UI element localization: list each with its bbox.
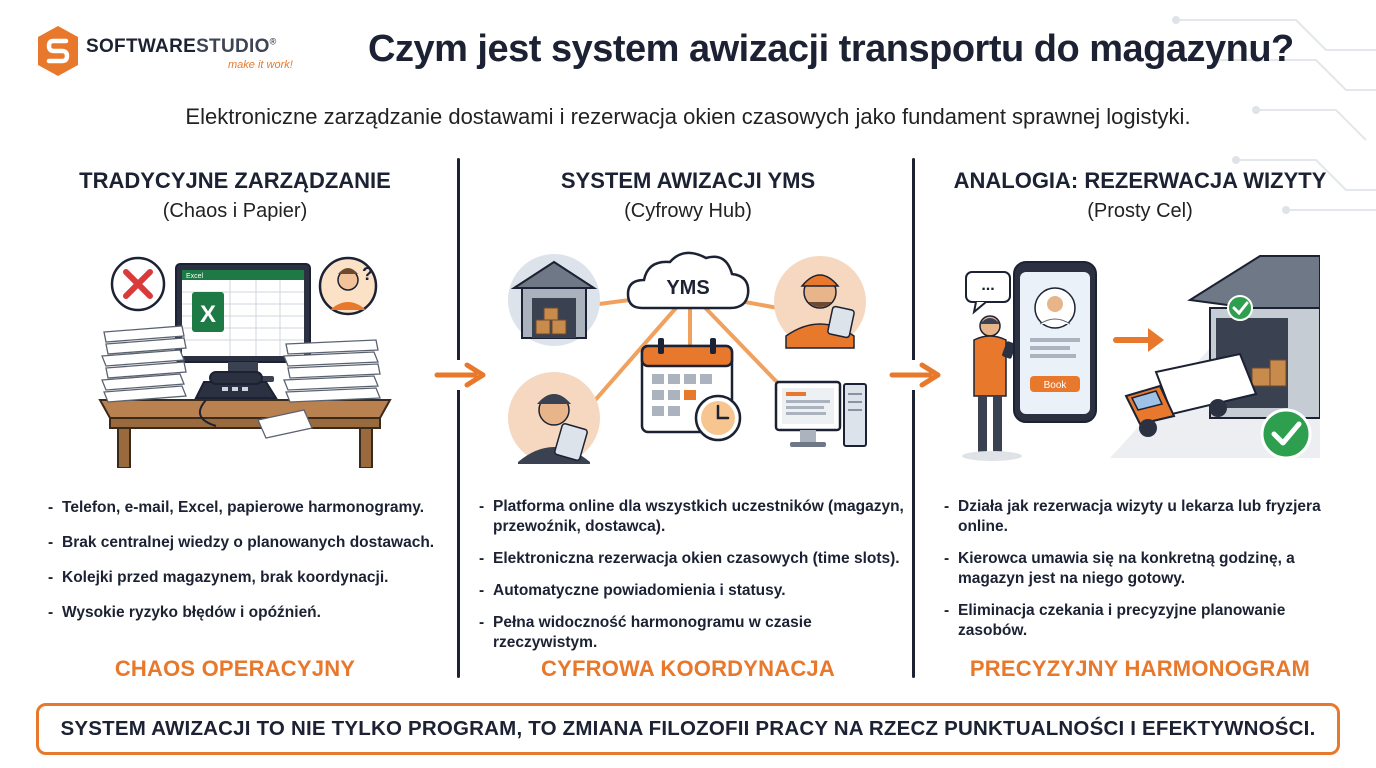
paper-stack-left (101, 325, 187, 403)
chat-bubble-icon: ... (965, 271, 1011, 315)
column-title: SYSTEM AWIZACJI YMS (560, 168, 816, 193)
brand-name: SOFTWARESTUDIO® (86, 36, 277, 58)
circuit-decoration (1172, 16, 1376, 214)
driver-tablet-avatar (508, 372, 600, 464)
column-title: TRADYCYJNE ZARZĄDZANIE (79, 168, 391, 193)
book-button[interactable] (1030, 376, 1080, 392)
yms-hub-illustration: YMS (508, 251, 867, 464)
desktop-computer-icon (774, 380, 867, 447)
brand-name-part1: SOFTWARE (86, 36, 197, 57)
question-mark: ? (362, 264, 373, 284)
check-small-icon (1227, 295, 1253, 321)
excel-icon-letter: X (200, 301, 216, 328)
list-item: Platforma online dla wszystkich uczestni… (479, 497, 904, 537)
column-subtitle: (Prosty Cel) (1087, 200, 1193, 222)
column-subtitle: (Cyfrowy Hub) (624, 200, 752, 222)
list-item: Działa jak rezerwacja wizyty u lekarza l… (944, 497, 1324, 537)
error-cross-icon (110, 256, 166, 312)
list-item: Elektroniczna rezerwacja okien czasowych… (479, 549, 904, 569)
registered-mark: ® (269, 36, 277, 47)
calendar-clock-icon (640, 338, 742, 442)
excel-window-title: Excel (186, 273, 204, 280)
traditional-bullet-list: Telefon, e-mail, Excel, papierowe harmon… (48, 498, 443, 638)
cloud-icon: YMS (626, 251, 750, 310)
summary-banner-text: SYSTEM AWIZACJI TO NIE TYLKO PROGRAM, TO… (60, 717, 1316, 740)
column-result-chaos: CHAOS OPERACYJNY (114, 656, 356, 681)
page-subtitle: Elektroniczne zarządzanie dostawami i re… (185, 104, 1191, 129)
desk (98, 399, 392, 468)
column-analogy-header: ANALOGIA: REZERWACJA WIZYTY (Prosty Cel) (940, 168, 1340, 223)
page-title: Czym jest system awizacji transportu do … (368, 28, 1294, 70)
summary-banner: SYSTEM AWIZACJI TO NIE TYLKO PROGRAM, TO… (36, 703, 1340, 755)
chaotic-desk-illustration: Excel X ? (98, 256, 392, 468)
list-item: Automatyczne powiadomienia i statusy. (479, 581, 904, 601)
column-subtitle: (Chaos i Papier) (162, 200, 308, 222)
column-traditional-header: TRADYCYJNE ZARZĄDZANIE (Chaos i Papier) (40, 168, 430, 223)
worker-tablet-avatar (774, 256, 866, 349)
column-yms-header: SYSTEM AWIZACJI YMS (Cyfrowy Hub) (493, 168, 883, 223)
warehouse-icon (508, 254, 600, 346)
brand-logo[interactable]: SOFTWARESTUDIO® make it work! (38, 24, 293, 80)
column-result-precise: PRECYZYJNY HARMONOGRAM (969, 656, 1311, 681)
arrow-to-dock-icon (1113, 328, 1164, 352)
excel-icon (192, 292, 224, 332)
column-title: ANALOGIA: REZERWACJA WIZYTY (953, 168, 1327, 193)
list-item: Telefon, e-mail, Excel, papierowe harmon… (48, 498, 443, 518)
hub-label: YMS (666, 277, 709, 299)
success-check-icon (1260, 408, 1312, 460)
delivery-truck-icon (1124, 352, 1258, 437)
monitor-excel: Excel X (175, 263, 311, 382)
loose-paper (257, 409, 313, 439)
smartphone-icon: Book (1013, 261, 1097, 423)
yms-bullet-list: Platforma online dla wszystkich uczestni… (479, 497, 904, 665)
column-result-digital: CYFROWA KOORDYNACJA (541, 656, 835, 681)
arrow-right-icon (433, 360, 489, 390)
list-item: Pełna widoczność harmonogramu w czasie r… (479, 613, 904, 653)
chat-dots: ... (981, 277, 994, 294)
list-item: Kierowca umawia się na konkretną godzinę… (944, 549, 1324, 589)
brand-logo-icon (38, 26, 78, 76)
brand-name-part2: STUDIO (196, 36, 270, 57)
column-divider (457, 158, 460, 678)
list-item: Kolejki przed magazynem, brak koordynacj… (48, 568, 443, 588)
column-divider (912, 158, 915, 678)
confused-person-avatar: ? (318, 256, 378, 316)
arrow-right-icon (888, 360, 944, 390)
brand-tagline: make it work! (228, 59, 293, 71)
desk-phone-icon (194, 371, 278, 427)
customer-person-figure (973, 315, 1016, 452)
list-item: Eliminacja czekania i precyzyjne planowa… (944, 601, 1324, 641)
book-button-label: Book (1044, 380, 1068, 391)
analogy-bullet-list: Działa jak rezerwacja wizyty u lekarza l… (944, 497, 1324, 653)
list-item: Brak centralnej wiedzy o planowanych dos… (48, 533, 443, 553)
list-item: Wysokie ryzyko błędów i opóźnień. (48, 603, 443, 623)
booking-analogy-illustration: ... Book (962, 255, 1320, 461)
paper-stack-right (283, 339, 381, 403)
